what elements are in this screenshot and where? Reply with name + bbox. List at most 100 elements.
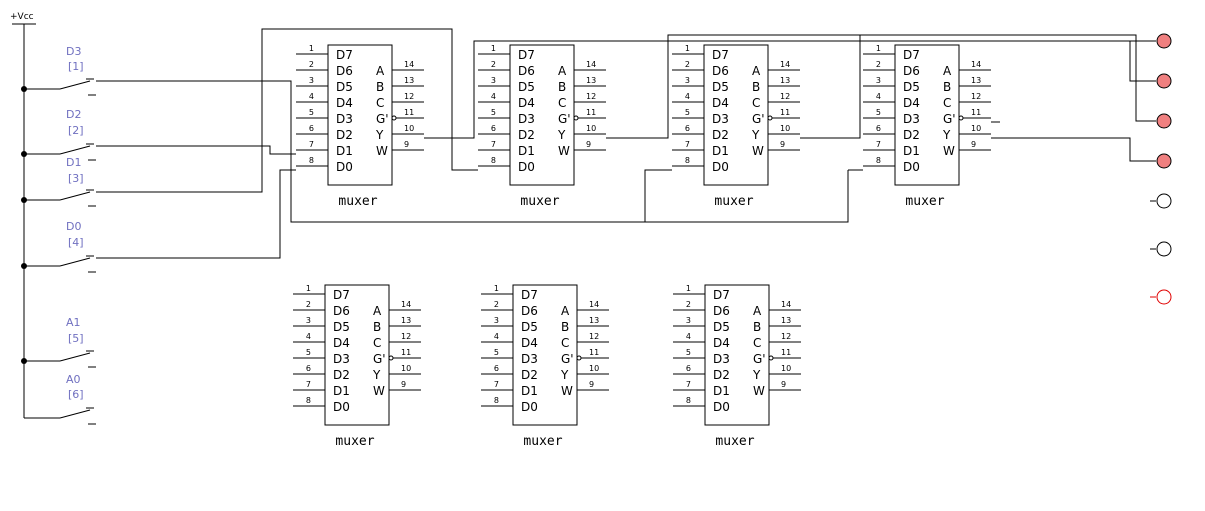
chip-body [703, 44, 769, 186]
pin-number: 11 [781, 348, 791, 357]
pin-label: D5 [336, 80, 353, 94]
pin-label: C [558, 96, 566, 110]
pin-label: D6 [903, 64, 920, 78]
pin-label: Y [560, 368, 569, 382]
pin-label: G' [373, 352, 386, 366]
pin-number: 10 [971, 124, 981, 133]
pin-number: 10 [781, 364, 791, 373]
pin-number: 7 [876, 140, 881, 149]
pin-number: 5 [876, 108, 881, 117]
pin-number: 9 [401, 380, 406, 389]
inversion-bubble [768, 355, 774, 361]
pin-label: A [943, 64, 952, 78]
pin-label: D0 [712, 160, 729, 174]
cascade-3 [800, 35, 861, 139]
pin-number: 6 [306, 364, 311, 373]
pin-label: D4 [336, 96, 353, 110]
pin-number: 9 [780, 140, 785, 149]
pin-number: 14 [589, 300, 599, 309]
pin-number: 7 [306, 380, 311, 389]
switch-d1[interactable]: D1[3] [21, 156, 96, 207]
pin-label: D2 [903, 128, 920, 142]
probe-lamp-on [1156, 73, 1172, 89]
switch-name: D2 [66, 108, 81, 121]
pin-number: 7 [494, 380, 499, 389]
pin-number: 9 [404, 140, 409, 149]
pin-label: W [373, 384, 385, 398]
pin-label: B [561, 320, 569, 334]
pin-label: B [752, 80, 760, 94]
probe-indicator [1150, 33, 1172, 49]
junction-dot [21, 151, 27, 157]
switch-blade [59, 145, 91, 155]
pin-label: W [376, 144, 388, 158]
pin-number: 8 [494, 396, 499, 405]
pin-number: 11 [586, 108, 596, 117]
pin-number: 5 [491, 108, 496, 117]
pin-number: 3 [685, 76, 690, 85]
wire-layer [12, 23, 1150, 418]
pin-number: 4 [309, 92, 314, 101]
pin-label: Y [375, 128, 384, 142]
pin-number: 13 [586, 76, 596, 85]
chip-name: muxer [905, 194, 944, 209]
switch-name: D0 [66, 220, 81, 233]
pin-number: 12 [589, 332, 599, 341]
chip-body [512, 284, 578, 426]
pin-number: 12 [404, 92, 414, 101]
pin-label: D4 [518, 96, 535, 110]
pin-number: 8 [491, 156, 496, 165]
pin-label: D0 [713, 400, 730, 414]
probe-lamp-on [1156, 33, 1172, 49]
inversion-bubble [767, 115, 773, 121]
pin-label: C [753, 336, 761, 350]
pin-label: G' [753, 352, 766, 366]
pin-number: 2 [685, 60, 690, 69]
inversion-bubble [573, 115, 579, 121]
pin-number: 2 [309, 60, 314, 69]
pin-label: D6 [518, 64, 535, 78]
switch-name: D3 [66, 45, 81, 58]
pin-label: D1 [521, 384, 538, 398]
pin-label: D5 [518, 80, 535, 94]
pin-number: 13 [780, 76, 790, 85]
pin-number: 9 [971, 140, 976, 149]
pin-label: D4 [712, 96, 729, 110]
pin-number: 1 [309, 44, 314, 53]
pin-number: 13 [404, 76, 414, 85]
pin-number: 14 [404, 60, 414, 69]
probe-lamp-off [1156, 289, 1172, 305]
switch-a1[interactable]: A1[5] [21, 316, 96, 368]
pin-label: D7 [712, 48, 729, 62]
pin-number: 13 [781, 316, 791, 325]
switch-d0[interactable]: D0[4] [21, 220, 96, 273]
pin-label: D6 [336, 64, 353, 78]
pin-number: 13 [589, 316, 599, 325]
pin-number: 2 [494, 300, 499, 309]
pin-number: 4 [876, 92, 881, 101]
d0-net [96, 169, 296, 259]
pin-number: 14 [586, 60, 596, 69]
switch-d2[interactable]: D2[2] [21, 108, 96, 161]
switch-a0[interactable]: A0[6] [24, 373, 96, 425]
junction-dot [21, 358, 27, 364]
probe-indicator [1150, 193, 1172, 209]
led-wire-4 [991, 137, 1150, 162]
pin-label: G' [561, 352, 574, 366]
pin-label: D7 [518, 48, 535, 62]
chip-body [327, 44, 393, 186]
pin-number: 3 [686, 316, 691, 325]
switch-d3[interactable]: D3[1] [21, 45, 96, 96]
pin-number: 10 [586, 124, 596, 133]
pin-label: W [561, 384, 573, 398]
pin-number: 8 [685, 156, 690, 165]
pin-label: A [373, 304, 382, 318]
switch-blade [59, 409, 91, 419]
pin-label: C [561, 336, 569, 350]
pin-number: 12 [781, 332, 791, 341]
pin-label: A [558, 64, 567, 78]
pin-label: G' [752, 112, 765, 126]
inversion-bubble [576, 355, 582, 361]
pin-label: D3 [518, 112, 535, 126]
